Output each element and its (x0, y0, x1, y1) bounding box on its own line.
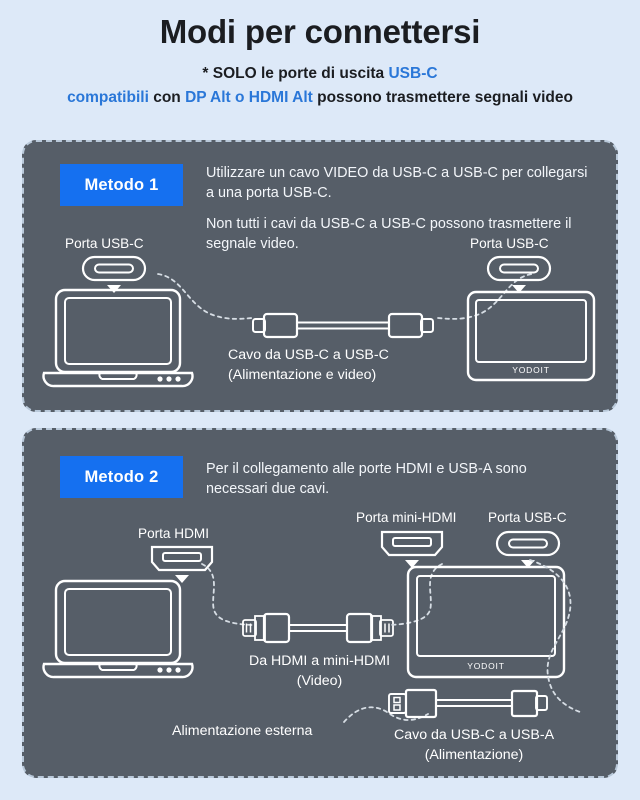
method-1-badge: Metodo 1 (60, 164, 183, 206)
subtitle-line-2: compatibili con DP Alt o HDMI Alt posson… (0, 86, 640, 110)
method-2-paragraph-1: Per il collegamento alle porte HDMI e US… (206, 461, 527, 497)
subtitle-highlight-usbc: USB-C (388, 65, 438, 83)
method-2-video-cable-caption: Da HDMI a mini-HDMI (Video) (202, 652, 437, 692)
method-1-panel: Metodo 1 Utilizzare un cavo VIDEO da USB… (22, 140, 618, 412)
method-2-monitor-port-label-2: Porta USB-C (488, 510, 567, 525)
usb-c-to-usb-c-cable (252, 310, 434, 342)
usb-c-port-icon-laptop (81, 255, 157, 295)
usb-c-port-icon-monitor-2 (494, 529, 574, 571)
dashed-connector-left-1 (154, 272, 254, 332)
method-2-power-cable-caption: Cavo da USB-C a USB-A (Alimentazione) (374, 726, 574, 766)
method-1-paragraph-2: Non tutti i cavi da USB-C a USB-C posson… (206, 215, 572, 252)
hdmi-to-mini-hdmi-cable (242, 610, 394, 646)
method-1-cable-caption: Cavo da USB-C a USB-C (Alimentazione e v… (228, 346, 389, 386)
usb-c-to-usb-a-cable (388, 686, 548, 720)
dashed-connector-power (524, 558, 604, 718)
method-1-cable-caption-line-2: (Alimentazione e video) (228, 366, 377, 383)
subtitle-text-con: con (148, 89, 186, 107)
page-title: Modi per connettersi (159, 13, 481, 50)
method-2-video-caption-line-1: Da HDMI a mini-HDMI (248, 653, 391, 669)
method-2-panel: Metodo 2 Per il collegamento alle porte … (22, 428, 618, 778)
portable-monitor-1: YODOIT (466, 290, 596, 386)
subtitle-text-tail: possono trasmettere segnali video (312, 89, 573, 107)
dashed-connector-right-1 (436, 272, 536, 332)
header: Modi per connettersi * SOLO le porte di … (0, 0, 640, 110)
hdmi-port-icon-laptop (148, 544, 228, 586)
method-2-description: Per il collegamento alle porte HDMI e US… (206, 460, 586, 500)
portable-monitor-2: YODOIT (406, 565, 566, 683)
laptop-illustration-2 (38, 578, 198, 683)
method-1-monitor-port-label: Porta USB-C (470, 236, 549, 251)
mini-hdmi-port-icon-monitor (378, 529, 458, 571)
method-1-cable-caption-line-1: Cavo da USB-C a USB-C (228, 347, 389, 363)
external-power-label: Alimentazione esterna (172, 723, 313, 739)
subtitle-text-1: * SOLO le porte di uscita (202, 65, 389, 83)
dashed-connector-power-source (342, 698, 430, 732)
method-2-video-caption-line-2: (Video) (296, 672, 343, 689)
usb-c-port-icon-monitor-1 (486, 255, 562, 295)
method-1-description: Utilizzare un cavo VIDEO da USB-C a USB-… (206, 164, 596, 255)
method-2-monitor-port-label-1: Porta mini-HDMI (356, 510, 457, 525)
method-2-power-caption-line-1: Cavo da USB-C a USB-A (393, 727, 555, 743)
method-2-badge: Metodo 2 (60, 456, 183, 498)
subtitle: * SOLO le porte di uscita USB-C compatib… (0, 62, 640, 110)
subtitle-highlight-compatibili: compatibili (67, 89, 149, 107)
subtitle-line-1: * SOLO le porte di uscita USB-C (0, 62, 640, 86)
method-2-power-caption-line-2: (Alimentazione) (424, 746, 524, 763)
laptop-illustration-1 (38, 287, 198, 392)
method-1-paragraph-1: Utilizzare un cavo VIDEO da USB-C a USB-… (206, 165, 588, 201)
monitor-brand-1: YODOIT (512, 365, 549, 375)
subtitle-highlight-dpalt: DP Alt o HDMI Alt (185, 89, 313, 107)
method-1-laptop-port-label: Porta USB-C (65, 236, 144, 251)
monitor-brand-2: YODOIT (467, 661, 504, 671)
dashed-connector-left-2 (196, 562, 256, 630)
method-2-laptop-port-label: Porta HDMI (138, 526, 210, 541)
